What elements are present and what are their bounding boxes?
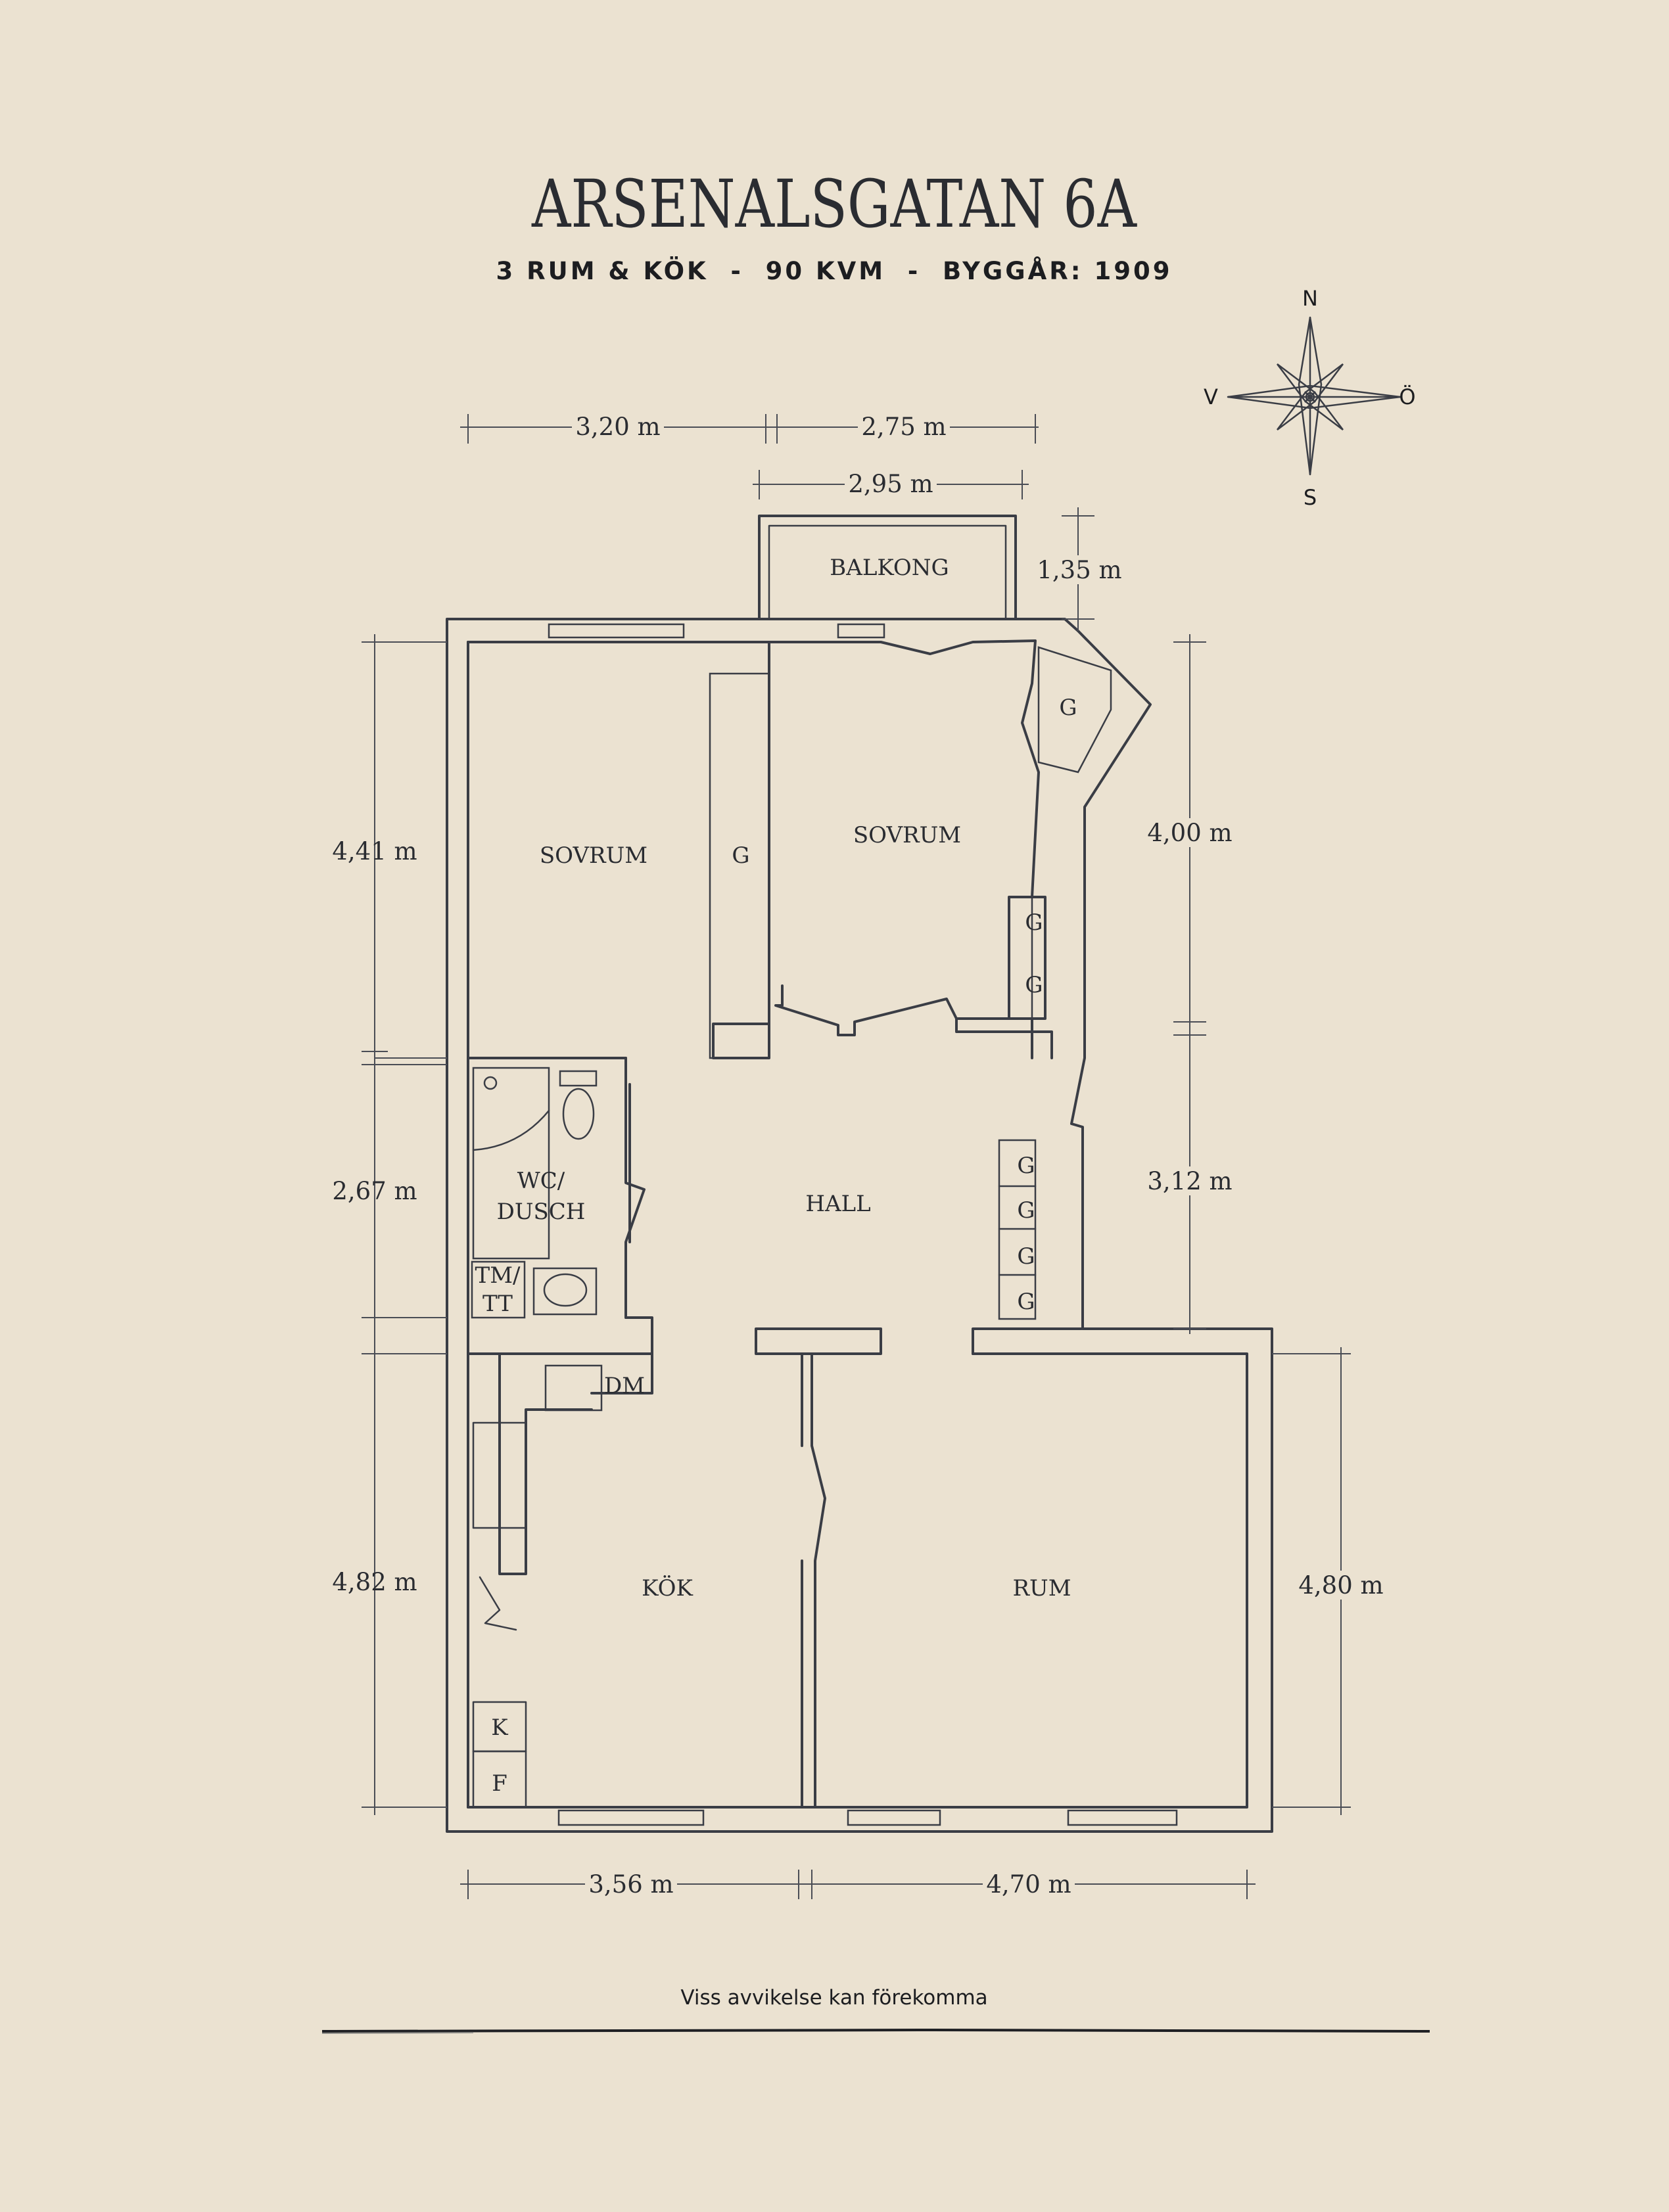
label-wardrobe: G bbox=[1059, 695, 1077, 721]
dishwasher-area bbox=[544, 1364, 603, 1412]
label-wardrobe: G bbox=[1017, 1153, 1035, 1179]
room-kok: KÖK bbox=[642, 1575, 693, 1601]
dim-right-upper: 4,00 m bbox=[1147, 819, 1232, 847]
balcony bbox=[758, 515, 1017, 620]
compass-rose: N S V Ö bbox=[1204, 286, 1416, 510]
dim-right-lower: 4,80 m bbox=[1298, 1571, 1383, 1600]
footer-rule bbox=[321, 2028, 1430, 2033]
compass-west-label: V bbox=[1204, 384, 1218, 409]
dim-top-right: 2,75 m bbox=[861, 413, 946, 441]
dim-left-upper: 4,41 m bbox=[332, 837, 417, 865]
dim-left-middle: 2,67 m bbox=[332, 1177, 417, 1205]
outer-walls bbox=[446, 618, 1273, 1833]
label-wardrobe: G bbox=[1025, 910, 1043, 936]
dim-top-left: 3,20 m bbox=[575, 413, 660, 441]
dim-bottom-right: 4,70 m bbox=[986, 1870, 1071, 1899]
label-wardrobe: G bbox=[1017, 1243, 1035, 1270]
room-rum: RUM bbox=[1012, 1575, 1071, 1601]
wardrobes bbox=[709, 646, 1112, 1320]
plan-title: ARSENALSGATAN 6A bbox=[531, 166, 1137, 242]
room-hall: HALL bbox=[805, 1191, 870, 1217]
room-wc-line1: WC/ bbox=[517, 1168, 565, 1194]
label-wardrobe: G bbox=[1025, 972, 1043, 998]
label-wardrobe: G bbox=[1017, 1197, 1035, 1224]
label-f: F bbox=[492, 1770, 507, 1797]
windows bbox=[548, 623, 1178, 1826]
bathroom-fixtures bbox=[471, 1067, 598, 1319]
label-tm-line2: TT bbox=[482, 1291, 513, 1317]
label-wardrobe: G bbox=[1017, 1289, 1035, 1315]
room-wc-line2: DUSCH bbox=[497, 1199, 586, 1225]
plan-subtitle: 3 RUM & KÖK - 90 KVM - BYGGÅR: 1909 bbox=[496, 256, 1173, 285]
dim-right-middle: 3,12 m bbox=[1147, 1167, 1232, 1195]
label-tm-line1: TM/ bbox=[475, 1262, 521, 1289]
room-balkong: BALKONG bbox=[830, 555, 949, 581]
compass-east-label: Ö bbox=[1399, 384, 1415, 409]
room-labels: BALKONG SOVRUM SOVRUM WC/ DUSCH HALL KÖK… bbox=[475, 555, 1077, 1797]
compass-south-label: S bbox=[1304, 485, 1317, 510]
label-dm: DM bbox=[604, 1373, 645, 1399]
kitchen-counter bbox=[467, 1352, 593, 1809]
label-k: K bbox=[491, 1715, 508, 1741]
dim-balcony-depth: 1,35 m bbox=[1037, 556, 1121, 584]
footer-note: Viss avvikelse kan förekomma bbox=[680, 1986, 987, 2010]
room-sovrum-right: SOVRUM bbox=[853, 822, 961, 848]
dim-bottom-left: 3,56 m bbox=[588, 1870, 673, 1899]
dim-balcony-width: 2,95 m bbox=[848, 470, 933, 498]
dimension-labels: 3,20 m 2,75 m 2,95 m 1,35 m 4,41 m 2,67 … bbox=[332, 411, 1387, 1899]
label-wardrobe: G bbox=[732, 842, 749, 869]
dim-left-lower: 4,82 m bbox=[332, 1568, 417, 1596]
compass-north-label: N bbox=[1302, 286, 1318, 311]
room-sovrum-left: SOVRUM bbox=[540, 842, 647, 869]
